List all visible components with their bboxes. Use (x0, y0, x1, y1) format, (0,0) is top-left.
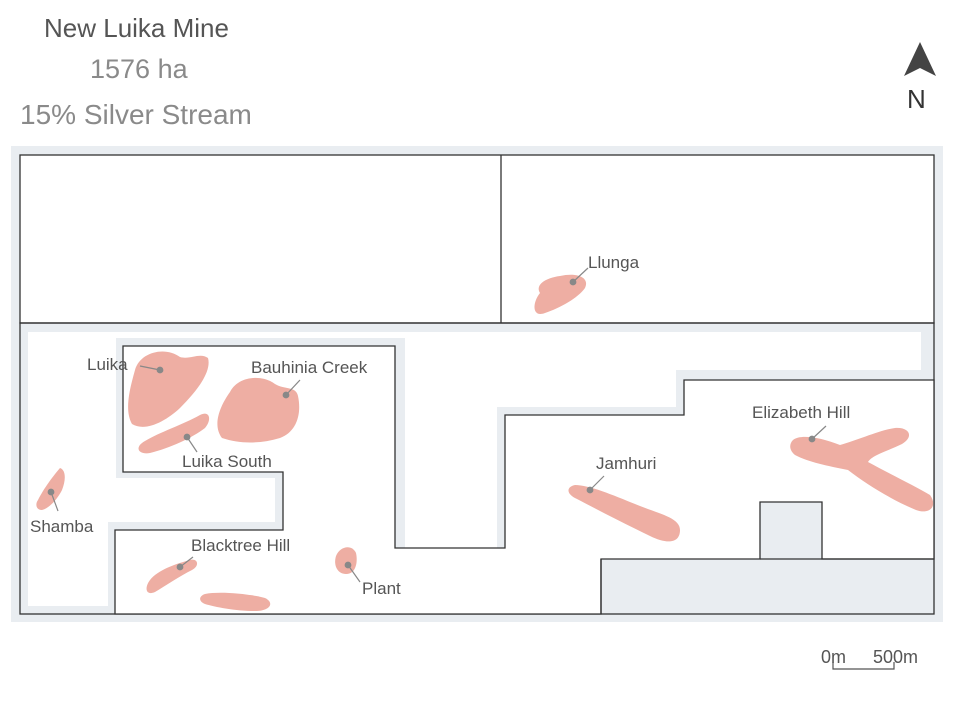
label-luika-south: Luika South (182, 452, 272, 471)
scale-bar (832, 662, 895, 670)
north-arrow-icon (904, 42, 936, 76)
label-plant: Plant (362, 579, 401, 598)
deposit-luika (128, 351, 209, 427)
label-shamba: Shamba (30, 517, 94, 536)
map-title: New Luika Mine (44, 13, 229, 43)
dot-elizabeth (808, 435, 816, 443)
deposit-elizabeth-hill (790, 427, 934, 512)
luika-block (114, 345, 935, 615)
label-bauhinia-creek: Bauhinia Creek (251, 358, 368, 377)
dot-shamba (47, 488, 55, 496)
deposit-blacktree-hill (146, 559, 198, 594)
area-label: 1576 ha (90, 54, 188, 84)
deposit-bauhinia-creek (217, 377, 300, 443)
deposit-luika-south (138, 413, 210, 454)
deposit-blacktree-south (200, 592, 271, 611)
deposit-plant (335, 547, 357, 574)
label-luika: Luika (87, 355, 128, 374)
north-label: N (907, 84, 926, 114)
stream-label: 15% Silver Stream (20, 99, 252, 130)
leader-bauhinia (285, 379, 301, 396)
label-elizabeth-hill: Elizabeth Hill (752, 403, 850, 422)
dot-luika-south (183, 433, 191, 441)
deposit-jamhuri (568, 485, 680, 542)
label-llunga: Llunga (588, 253, 640, 272)
claim-north (19, 154, 935, 324)
dot-blacktree (176, 563, 184, 571)
dot-plant (344, 561, 352, 569)
dot-jamhuri (586, 486, 594, 494)
scale-start-label: 0m (821, 647, 847, 667)
label-jamhuri: Jamhuri (596, 454, 656, 473)
scale-end-label: 500m (873, 647, 919, 667)
leader-plant (347, 564, 361, 583)
dot-bauhinia (282, 391, 290, 399)
dot-luika (156, 366, 164, 374)
dot-llunga (569, 278, 577, 286)
stream-interior-west (28, 332, 921, 606)
label-blacktree-hill: Blacktree Hill (191, 536, 290, 555)
leader-llunga (572, 267, 589, 283)
